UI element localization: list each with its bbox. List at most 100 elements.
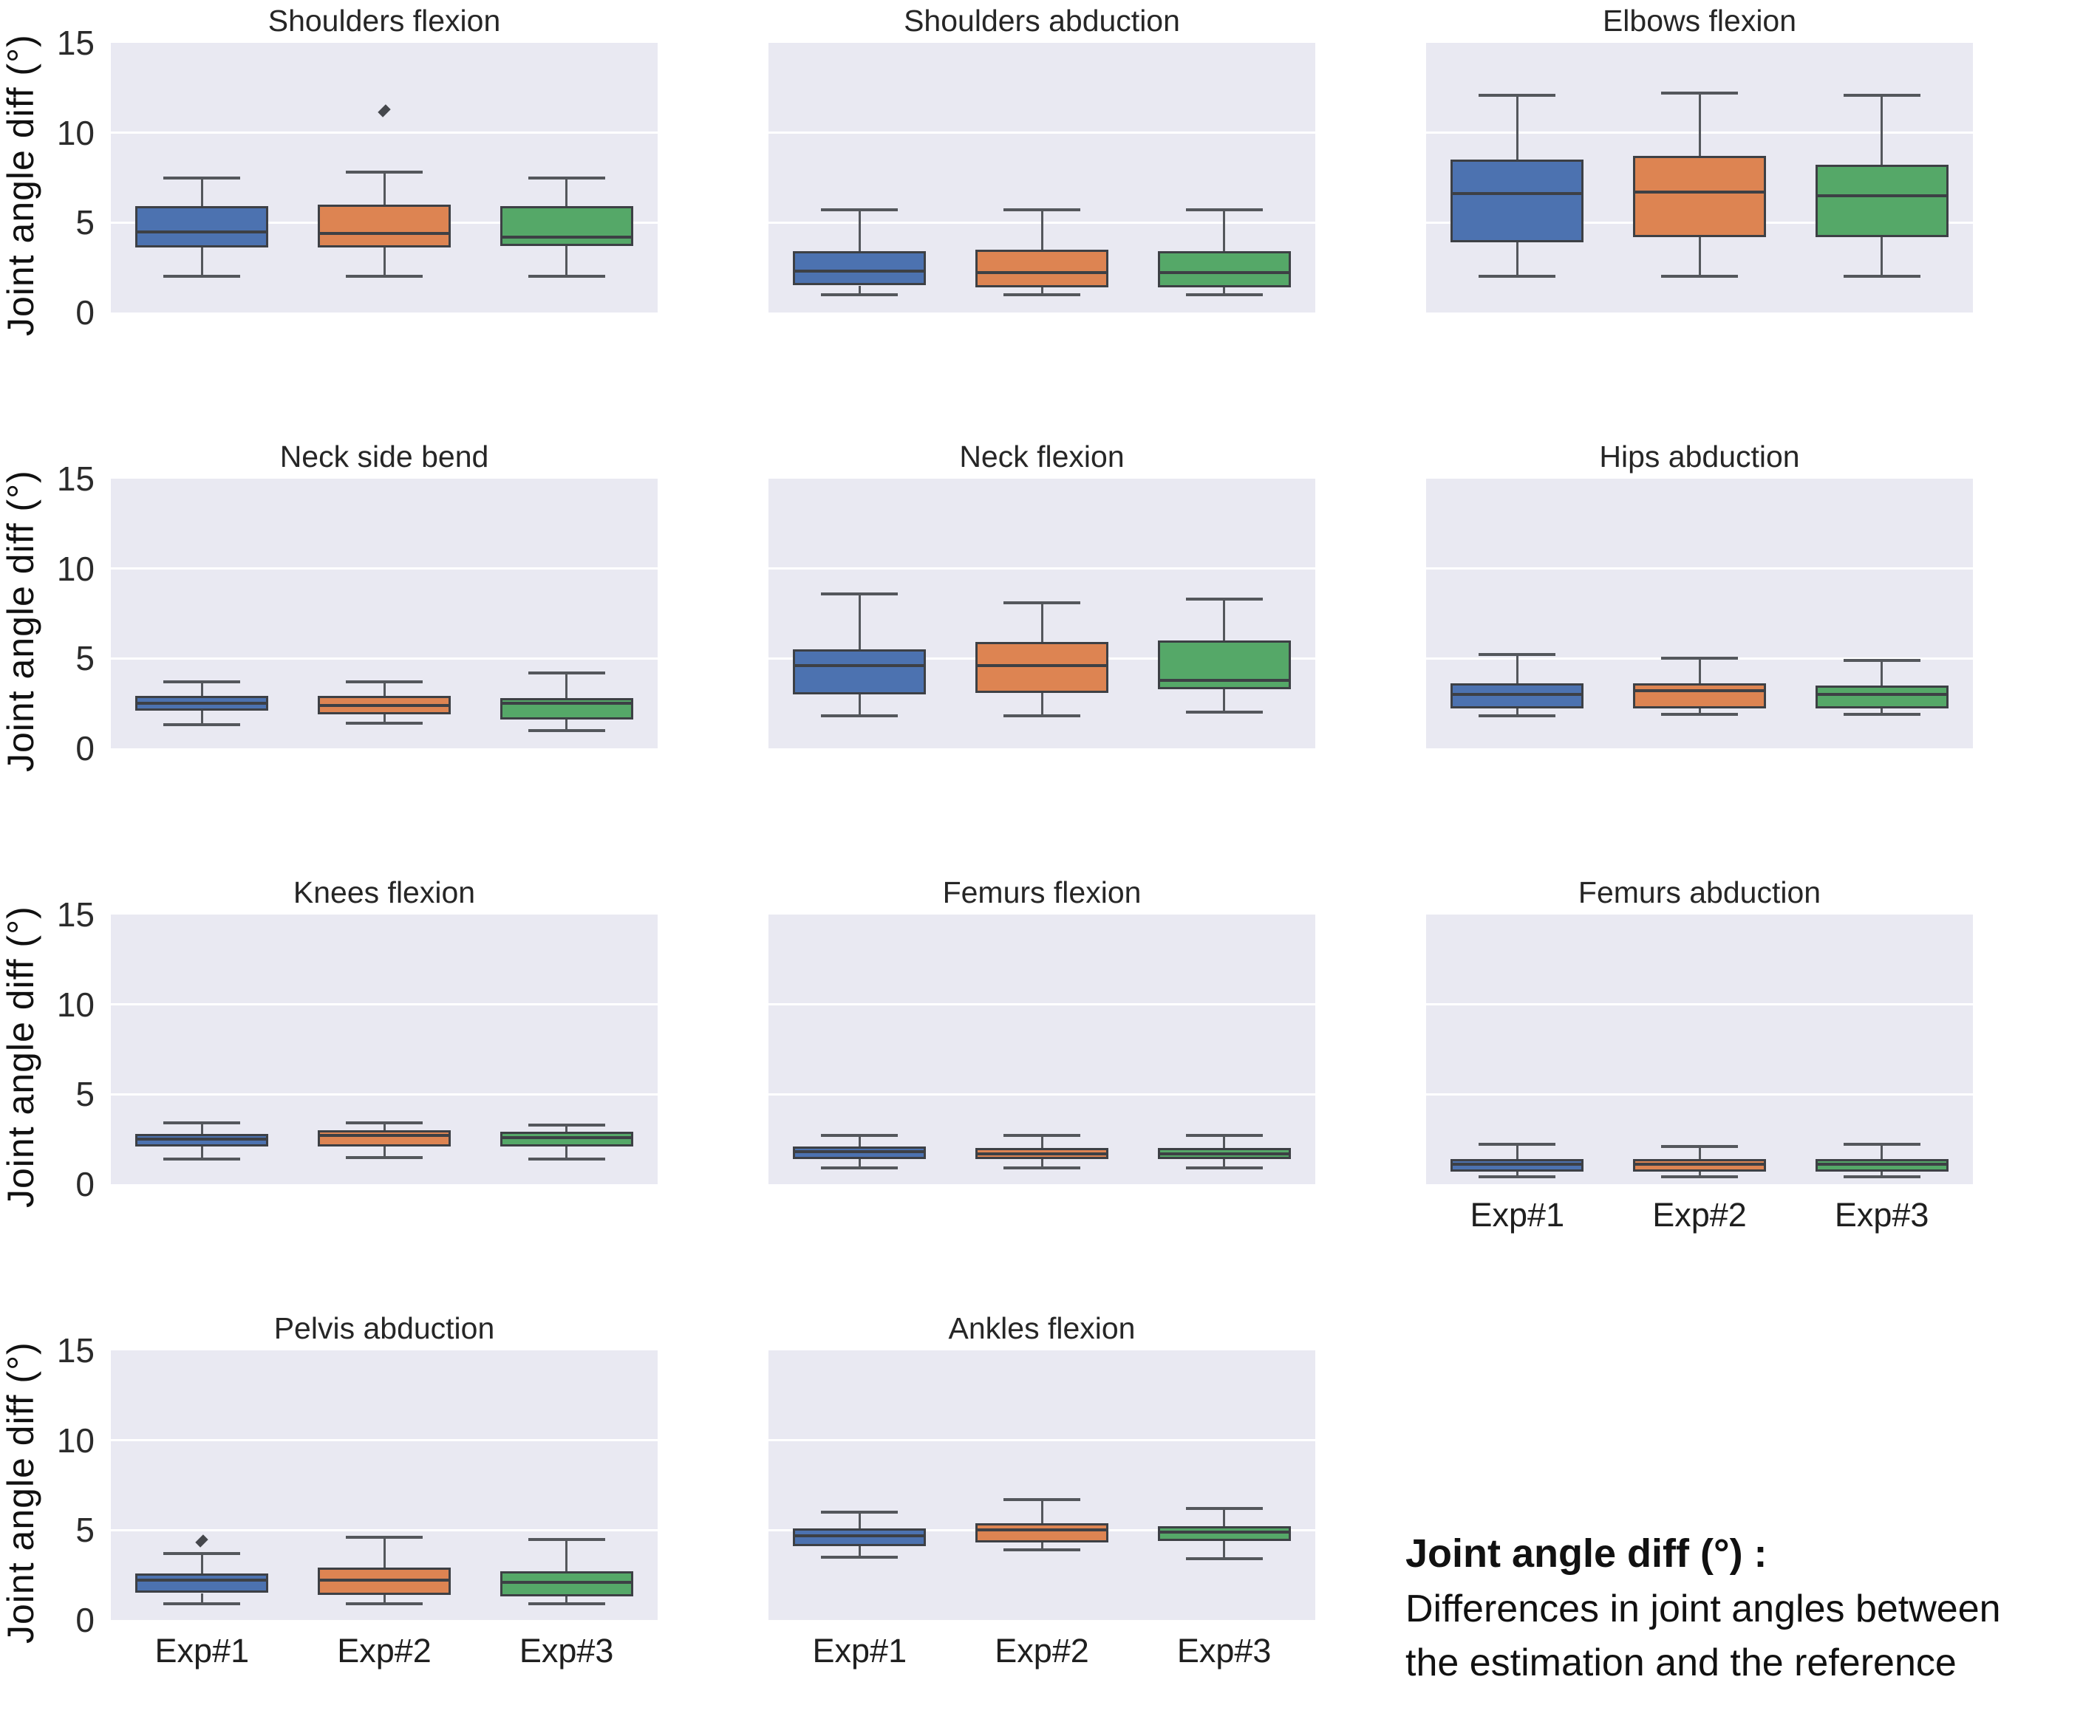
whisker-lower (1881, 708, 1883, 714)
whisker-cap-upper (1661, 657, 1738, 660)
median-line (978, 664, 1106, 668)
box-exp2 (318, 1130, 451, 1146)
plot-panel (111, 43, 658, 312)
median-line (320, 1579, 449, 1582)
gridline (768, 1439, 1315, 1442)
box-exp3 (500, 206, 633, 246)
whisker-cap-upper (821, 1134, 899, 1138)
median-line (1817, 194, 1946, 197)
subplot-title: Femurs abduction (1578, 875, 1821, 909)
whisker-cap-lower (528, 275, 605, 278)
whisker-upper (1223, 1135, 1226, 1149)
subplot-title: Shoulders abduction (904, 4, 1180, 38)
subplot-title: Pelvis abduction (273, 1311, 495, 1345)
y-tick-label: 5 (75, 203, 95, 242)
median-line (795, 1534, 924, 1537)
median-line (1635, 1163, 1764, 1166)
median-line (1635, 689, 1764, 693)
box-exp3 (500, 1132, 633, 1146)
whisker-cap-lower (346, 1155, 423, 1159)
box-exp3 (500, 1571, 633, 1597)
whisker-lower (1223, 1540, 1226, 1559)
whisker-lower (565, 720, 568, 731)
box-exp3 (1157, 1526, 1291, 1541)
x-tick-label: Exp#2 (337, 1632, 432, 1670)
gridline (768, 1093, 1315, 1096)
whisker-lower (383, 714, 386, 723)
whisker-lower (858, 285, 861, 295)
whisker-cap-upper (821, 592, 899, 595)
box-exp2 (975, 642, 1108, 693)
whisker-cap-upper (1661, 1144, 1738, 1148)
whisker-upper (200, 681, 203, 697)
whisker-cap-lower (528, 1602, 605, 1606)
whisker-upper (1698, 1146, 1701, 1159)
whisker-cap-lower (1479, 1175, 1556, 1179)
whisker-upper (858, 593, 861, 650)
whisker-cap-upper (1479, 1143, 1556, 1146)
whisker-cap-lower (163, 275, 241, 278)
subplot-title: Shoulders flexion (267, 4, 501, 38)
whisker-cap-upper (528, 671, 605, 674)
box-exp3 (1815, 685, 1949, 709)
median-line (1159, 1152, 1289, 1155)
whisker-cap-upper (163, 1121, 241, 1125)
whisker-upper (858, 1512, 861, 1528)
whisker-upper (1698, 93, 1701, 157)
plot-panel (1426, 915, 1973, 1184)
whisker-cap-upper (346, 680, 423, 683)
whisker-cap-upper (163, 680, 241, 683)
gridline (111, 1439, 658, 1442)
whisker-upper (565, 1539, 568, 1572)
box-exp2 (318, 205, 451, 248)
median-line (1817, 693, 1946, 696)
whisker-cap-upper (1185, 208, 1263, 212)
whisker-upper (1516, 1144, 1518, 1159)
plot-panel (111, 915, 658, 1184)
plot-panel (768, 1350, 1315, 1620)
whisker-cap-lower (1003, 714, 1080, 718)
whisker-lower (1516, 708, 1518, 717)
whisker-lower (200, 710, 203, 725)
subplot-title: Hips abduction (1599, 440, 1800, 474)
x-tick-label: Exp#2 (1652, 1196, 1747, 1234)
x-tick-label: Exp#2 (995, 1632, 1089, 1670)
whisker-cap-lower (528, 1157, 605, 1161)
median-line (1159, 678, 1289, 682)
whisker-lower (383, 247, 386, 277)
whisker-cap-lower (1661, 275, 1738, 278)
subplot-title: Ankles flexion (948, 1311, 1136, 1345)
box-exp3 (1815, 165, 1949, 237)
median-line (137, 230, 267, 233)
y-tick-label: 10 (56, 1421, 95, 1460)
whisker-cap-upper (1003, 208, 1080, 212)
subplot-title: Neck side bend (279, 440, 489, 474)
whisker-cap-lower (346, 721, 423, 725)
median-line (137, 1138, 267, 1141)
whisker-cap-lower (1185, 711, 1263, 714)
whisker-upper (383, 172, 386, 205)
whisker-cap-upper (1661, 92, 1738, 95)
plot-panel (111, 1350, 658, 1620)
box-exp3 (1157, 251, 1291, 287)
gridline (1426, 567, 1973, 570)
y-tick-label: 0 (75, 293, 95, 332)
whisker-upper (1040, 1135, 1043, 1149)
whisker-lower (1040, 692, 1043, 717)
whisker-upper (1516, 655, 1518, 684)
whisker-upper (1698, 658, 1701, 684)
box-exp1 (793, 649, 927, 694)
whisker-cap-upper (1185, 1134, 1263, 1138)
whisker-cap-lower (1185, 1557, 1263, 1561)
median-line (1159, 1530, 1289, 1534)
y-tick-label: 10 (56, 549, 95, 588)
median-line (137, 1579, 267, 1582)
plot-panel (1426, 43, 1973, 312)
whisker-cap-lower (1003, 293, 1080, 296)
whisker-upper (1040, 210, 1043, 250)
whisker-upper (858, 210, 861, 252)
y-tick-label: 5 (75, 1511, 95, 1550)
whisker-cap-upper (528, 1123, 605, 1127)
gridline (1426, 1093, 1973, 1096)
